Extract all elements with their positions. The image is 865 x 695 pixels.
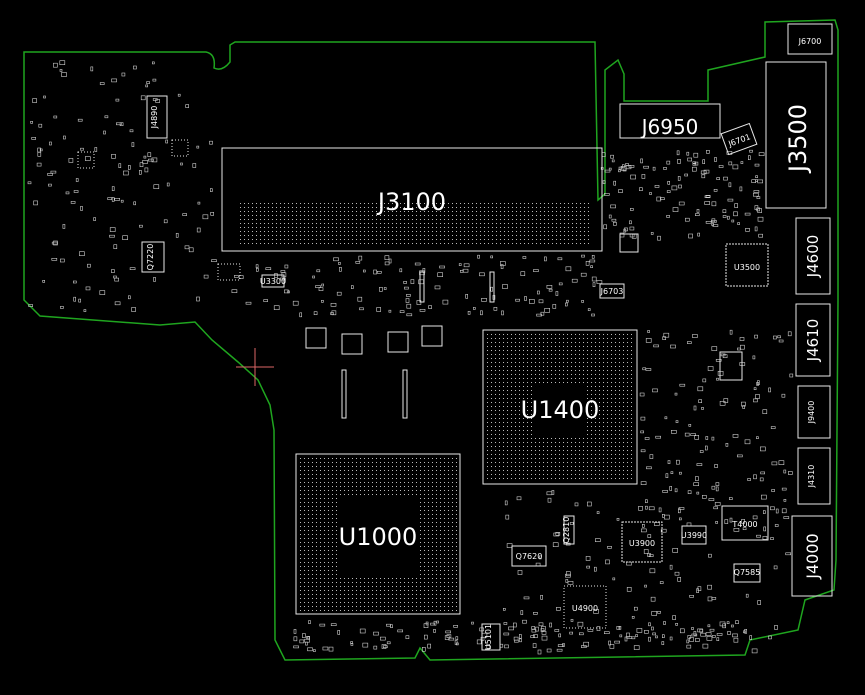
q7620-label: Q7620 [516, 552, 543, 561]
u4900-outline[interactable] [563, 585, 607, 629]
q7220-outline[interactable] [141, 241, 165, 273]
u1000-label: U1000 [339, 523, 418, 551]
j6700-label: J6700 [798, 37, 822, 46]
j3500-label: J3500 [784, 104, 812, 174]
j3100-label: J3100 [376, 188, 446, 216]
chip-a [171, 139, 189, 157]
j4610-label: J4610 [804, 319, 822, 363]
q2810-label: Q2810 [562, 517, 571, 544]
u5101-label: U5101 [484, 624, 493, 650]
u3900-label: U3900 [629, 539, 655, 548]
chip-f [341, 333, 363, 355]
j9400-label: J9400 [807, 401, 816, 425]
j4890-outline[interactable] [146, 95, 168, 139]
j6703-outline[interactable] [599, 283, 625, 299]
t4000-outline[interactable] [721, 505, 769, 541]
j6701-outline[interactable] [720, 122, 758, 156]
u3990-label: U3990 [681, 531, 707, 540]
board-outline [23, 19, 839, 661]
j3100-outline[interactable] [221, 147, 603, 252]
q7620-outline[interactable] [511, 545, 547, 567]
strip-1 [341, 369, 347, 419]
strip-2 [402, 369, 408, 419]
j4890-label: J4890 [150, 106, 159, 130]
u1400-ball-grid [487, 334, 632, 479]
small-components [27, 60, 794, 655]
j4600-label: J4600 [804, 235, 822, 279]
crosshair-icon [236, 348, 274, 386]
u3300-outline[interactable] [261, 274, 285, 288]
q7220-label: Q7220 [146, 244, 155, 271]
j4310-label: J4310 [807, 465, 816, 489]
u1400-die [536, 384, 584, 434]
q2810-outline[interactable] [563, 515, 575, 545]
chip-i [719, 351, 743, 381]
q7585-label: Q7585 [734, 568, 761, 577]
u4900-label: U4900 [572, 604, 598, 613]
chip-c [217, 263, 241, 281]
strip-3 [419, 271, 425, 303]
u1400-label: U1400 [521, 396, 600, 424]
u3300-label: U3300 [260, 277, 286, 286]
j4000-label: J4000 [803, 533, 822, 579]
u5101-outline[interactable] [481, 623, 501, 651]
strip-4 [489, 271, 495, 303]
j4000-outline[interactable] [791, 515, 833, 597]
chip-g [387, 331, 409, 353]
chip-h [421, 325, 443, 347]
chip-b [77, 151, 95, 169]
chip-e [305, 327, 327, 349]
u1000-die [338, 496, 418, 576]
j6700-outline[interactable] [787, 23, 833, 55]
u1400-outline[interactable] [482, 329, 638, 485]
j4310-outline[interactable] [797, 447, 831, 505]
u1000-outline[interactable] [295, 453, 461, 615]
j6950-outline[interactable] [619, 103, 721, 139]
u1000-ball-grid [300, 458, 457, 611]
u3990-outline[interactable] [681, 525, 707, 545]
j3100-pin-array [240, 203, 589, 244]
j6701-label: J6701 [726, 132, 751, 149]
u3500-outline[interactable] [725, 243, 769, 287]
j4600-outline[interactable] [795, 217, 831, 295]
j9400-outline[interactable] [797, 385, 831, 439]
t4000-label: T4000 [731, 520, 757, 529]
j6950-label: J6950 [640, 115, 699, 139]
j3500-outline[interactable] [765, 61, 827, 209]
j4610-outline[interactable] [795, 303, 831, 377]
u3900-outline[interactable] [621, 521, 663, 563]
u3500-label: U3500 [734, 263, 760, 272]
chip-d [619, 233, 639, 253]
q7585-outline[interactable] [733, 563, 761, 583]
j6703-label: J6703 [600, 287, 624, 296]
